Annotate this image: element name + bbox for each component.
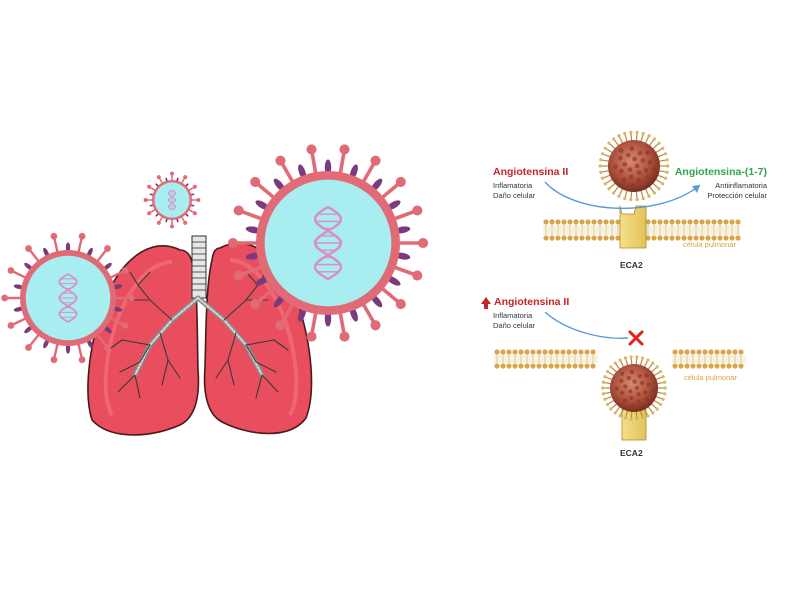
top-angiotensin-ii-title: Angiotensina II [493, 166, 569, 178]
reaction-arrow-bottom [544, 311, 629, 339]
virus-small [143, 171, 201, 229]
membrane-bottom-left [494, 349, 598, 369]
top-right-line2: Protección celular [707, 191, 767, 200]
top-left-line2: Daño celular [493, 191, 536, 200]
eca2-receptor-top [619, 205, 647, 249]
bottom-panel [481, 297, 746, 441]
bottom-left-line1: Inflamatoria [493, 311, 533, 320]
bottom-eca2-label: ECA2 [620, 448, 643, 458]
up-arrow-icon [481, 297, 491, 309]
coronavirus-bottom [601, 355, 667, 421]
coronavirus-top [598, 130, 670, 202]
top-left-line1: Inflamatoria [493, 181, 533, 190]
bottom-angiotensin-ii-title: Angiotensina II [494, 296, 570, 308]
bottom-membrane-label: célula pulmonar [684, 373, 737, 382]
virus-big [227, 144, 429, 342]
arrow-head-icon [692, 185, 700, 193]
reaction-arrow-top [544, 181, 701, 209]
membrane-bottom-right [672, 349, 746, 369]
cross-icon [628, 330, 644, 346]
bottom-left-line2: Daño celular [493, 321, 536, 330]
top-right-line1: Antiinflamatoria [715, 181, 767, 190]
top-membrane-label: célula pulmonar [683, 240, 736, 249]
bronchial-tree [107, 271, 289, 399]
trachea [191, 235, 207, 299]
virus-left [1, 232, 135, 364]
top-angiotensin-1-7-title: Angiotensina-(1-7) [674, 166, 767, 178]
top-panel [543, 130, 741, 249]
top-eca2-label: ECA2 [620, 260, 643, 270]
